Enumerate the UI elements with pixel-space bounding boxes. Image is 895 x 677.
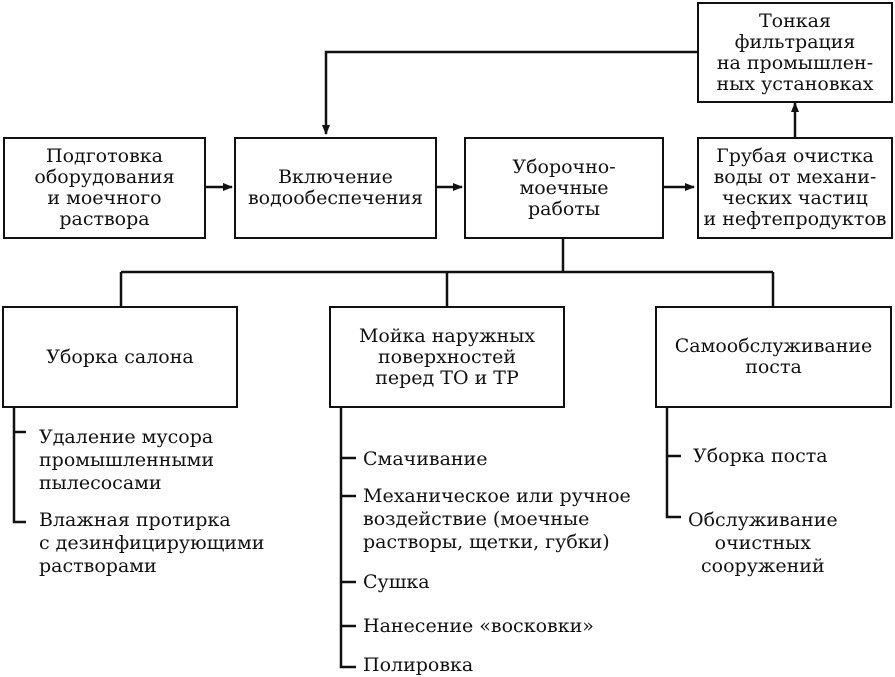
box-post-selfservice: Самообслуживание поста bbox=[655, 306, 892, 408]
list-item-exterior-2: Механическое или ручное воздействие (мое… bbox=[363, 485, 631, 553]
list-item-exterior-1: Смачивание bbox=[363, 448, 488, 470]
list-item-exterior-4: Нанесение «восковки» bbox=[363, 615, 594, 637]
box-preparation: Подготовка оборудования и моечного раств… bbox=[3, 137, 206, 239]
box-water-supply: Включение водообеспечения bbox=[234, 137, 437, 239]
box-exterior-washing: Мойка наружных поверхностей перед ТО и Т… bbox=[329, 306, 565, 408]
list-item-interior-1: Удаление мусора промышленными пылесосами bbox=[39, 426, 215, 494]
box-interior-cleaning: Уборка салона bbox=[2, 306, 238, 408]
box-water-supply-label: Включение водообеспечения bbox=[247, 166, 424, 209]
list-item-post-2: Обслуживание очистных сооружений bbox=[688, 509, 838, 577]
box-cleaning-washing: Уборочно- моечные работы bbox=[464, 137, 664, 239]
box-fine-filtration: Тонкая фильтрация на промышлен- ных уста… bbox=[697, 2, 893, 103]
box-post-selfservice-label: Самообслуживание поста bbox=[674, 335, 873, 378]
list-item-exterior-3: Сушка bbox=[363, 571, 430, 593]
list-item-post-1: Уборка поста bbox=[693, 445, 828, 467]
box-exterior-washing-label: Мойка наружных поверхностей перед ТО и Т… bbox=[358, 324, 536, 389]
list-item-interior-2: Влажная протирка с дезинфицирующими раст… bbox=[39, 509, 265, 577]
box-rough-cleaning: Грубая очистка воды от механи- ческих ча… bbox=[697, 137, 893, 239]
box-fine-filtration-label: Тонкая фильтрация на промышлен- ных уста… bbox=[716, 9, 874, 95]
arrow-fine-to-water bbox=[322, 50, 697, 135]
list-item-exterior-5: Полировка bbox=[363, 654, 474, 676]
box-cleaning-washing-label: Уборочно- моечные работы bbox=[512, 155, 616, 220]
box-preparation-label: Подготовка оборудования и моечного раств… bbox=[34, 145, 175, 230]
box-rough-cleaning-label: Грубая очистка воды от механи- ческих ча… bbox=[703, 145, 887, 230]
box-interior-cleaning-label: Уборка салона bbox=[46, 345, 194, 368]
